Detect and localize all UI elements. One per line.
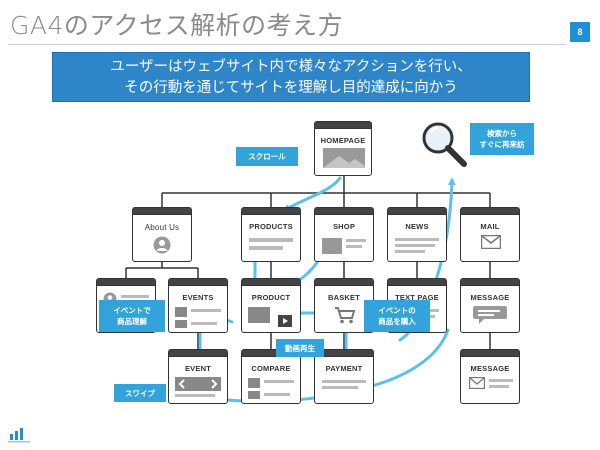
page-label-about: About Us <box>144 223 180 232</box>
text-line <box>395 250 425 253</box>
page-message-2: MESSAGE <box>460 349 520 404</box>
title-divider <box>8 44 566 45</box>
browser-bar <box>97 279 155 286</box>
browser-bar <box>461 279 519 286</box>
browser-bar <box>461 350 519 357</box>
callout-understand-line-2: 商品理解 <box>117 317 147 326</box>
callout-understand-line-1: イベントで <box>113 306 151 315</box>
swipe-arrows-icon <box>175 377 221 391</box>
page-homepage: HOMEPAGE <box>314 121 372 176</box>
headline-box: ユーザーはウェブサイト内で様々なアクションを行い、 その行動を通じてサイトを理解… <box>52 52 530 102</box>
browser-bar <box>315 122 371 129</box>
cart-icon <box>335 307 356 324</box>
browser-bar <box>169 350 227 357</box>
text-line <box>489 385 509 388</box>
page-label-basket: BASKET <box>327 293 361 302</box>
mail-icon <box>481 235 501 249</box>
search-icon <box>422 122 467 167</box>
callout-purchase-line-2: 商品を購入 <box>378 317 416 326</box>
page-payment: PAYMENT <box>314 349 374 404</box>
text-line <box>395 238 439 241</box>
text-line <box>175 394 215 397</box>
event-thumb <box>175 320 187 328</box>
page-label-products: PRODUCTS <box>249 222 293 231</box>
page-label-text-page: TEXT PAGE <box>395 293 439 302</box>
page-shop: SHOP <box>314 207 374 262</box>
callout-search-line-1: 検索から <box>487 129 517 138</box>
callout-search-line-2: すぐに再来訪 <box>479 140 525 149</box>
text-line <box>191 309 221 312</box>
person-icon <box>153 236 171 254</box>
page-event: EVENT <box>168 349 228 404</box>
page-label-events: EVENTS <box>182 293 214 302</box>
page-message-1: MESSAGE <box>460 278 520 333</box>
page-label-homepage: HOMEPAGE <box>320 136 366 145</box>
page-label-message-1: MESSAGE <box>470 293 510 302</box>
page-label-message-2: MESSAGE <box>470 364 510 373</box>
browser-bar <box>315 208 373 215</box>
slide-title: GA4のアクセス解析の考え方 <box>10 11 344 40</box>
text-line <box>346 239 366 242</box>
browser-bar <box>242 350 300 357</box>
browser-bar <box>388 279 446 286</box>
page-products: PRODUCTS <box>241 207 301 262</box>
compare-thumb <box>248 378 260 388</box>
page-about-us: About Us <box>132 207 192 262</box>
text-line <box>121 295 149 298</box>
text-line <box>191 322 217 325</box>
browser-bar <box>169 279 227 286</box>
browser-bar <box>315 279 373 286</box>
product-image <box>248 307 270 323</box>
browser-bar <box>315 350 373 357</box>
browser-bar <box>242 279 300 286</box>
page-label-shop: SHOP <box>332 222 356 231</box>
text-line <box>395 244 435 247</box>
text-line <box>346 245 362 248</box>
mail-icon <box>469 377 485 389</box>
headline-line-1: ユーザーはウェブサイト内で様々なアクションを行い、 <box>110 59 472 75</box>
play-icon <box>278 315 292 327</box>
text-line <box>489 379 513 382</box>
event-thumb <box>175 307 187 317</box>
page-news: NEWS <box>387 207 447 262</box>
text-line <box>249 246 283 250</box>
shop-image <box>322 238 342 254</box>
page-label-event: EVENT <box>184 364 211 373</box>
chat-icon <box>473 306 507 324</box>
callout-video-play: 動画再生 <box>276 339 324 357</box>
page-product: PRODUCT <box>241 278 301 333</box>
callout-event-understanding: イベントで 商品理解 <box>99 300 165 332</box>
text-line <box>264 393 290 396</box>
page-number-badge: 8 <box>570 22 590 42</box>
text-line <box>264 380 294 383</box>
text-line <box>322 380 366 383</box>
page-label-product: PRODUCT <box>251 293 291 302</box>
callout-search-revisit: 検索から すぐに再来訪 <box>470 123 534 155</box>
callout-scroll: スクロール <box>236 147 298 166</box>
browser-bar <box>133 208 191 215</box>
browser-bar <box>242 208 300 215</box>
page-label-payment: PAYMENT <box>325 364 363 373</box>
page-compare: COMPARE <box>241 349 301 404</box>
browser-bar <box>388 208 446 215</box>
callout-swipe: スワイプ <box>114 384 166 402</box>
compare-thumb <box>248 391 260 399</box>
text-line <box>249 238 293 242</box>
logo-icon <box>8 428 30 443</box>
page-events: EVENTS <box>168 278 228 333</box>
page-label-news: NEWS <box>405 222 429 231</box>
headline-line-2: その行動を通じてサイトを理解し目的達成に向かう <box>124 80 458 96</box>
callout-purchase-line-1: イベントの <box>378 306 416 315</box>
homepage-hero-image <box>323 148 365 168</box>
page-mail: MAIL <box>460 207 520 262</box>
tree-connectors <box>125 175 491 349</box>
page-label-compare: COMPARE <box>251 364 291 373</box>
callout-event-purchase: イベントの 商品を購入 <box>364 300 430 332</box>
browser-bar <box>461 208 519 215</box>
page-label-mail: MAIL <box>480 222 500 231</box>
text-line <box>322 386 358 389</box>
